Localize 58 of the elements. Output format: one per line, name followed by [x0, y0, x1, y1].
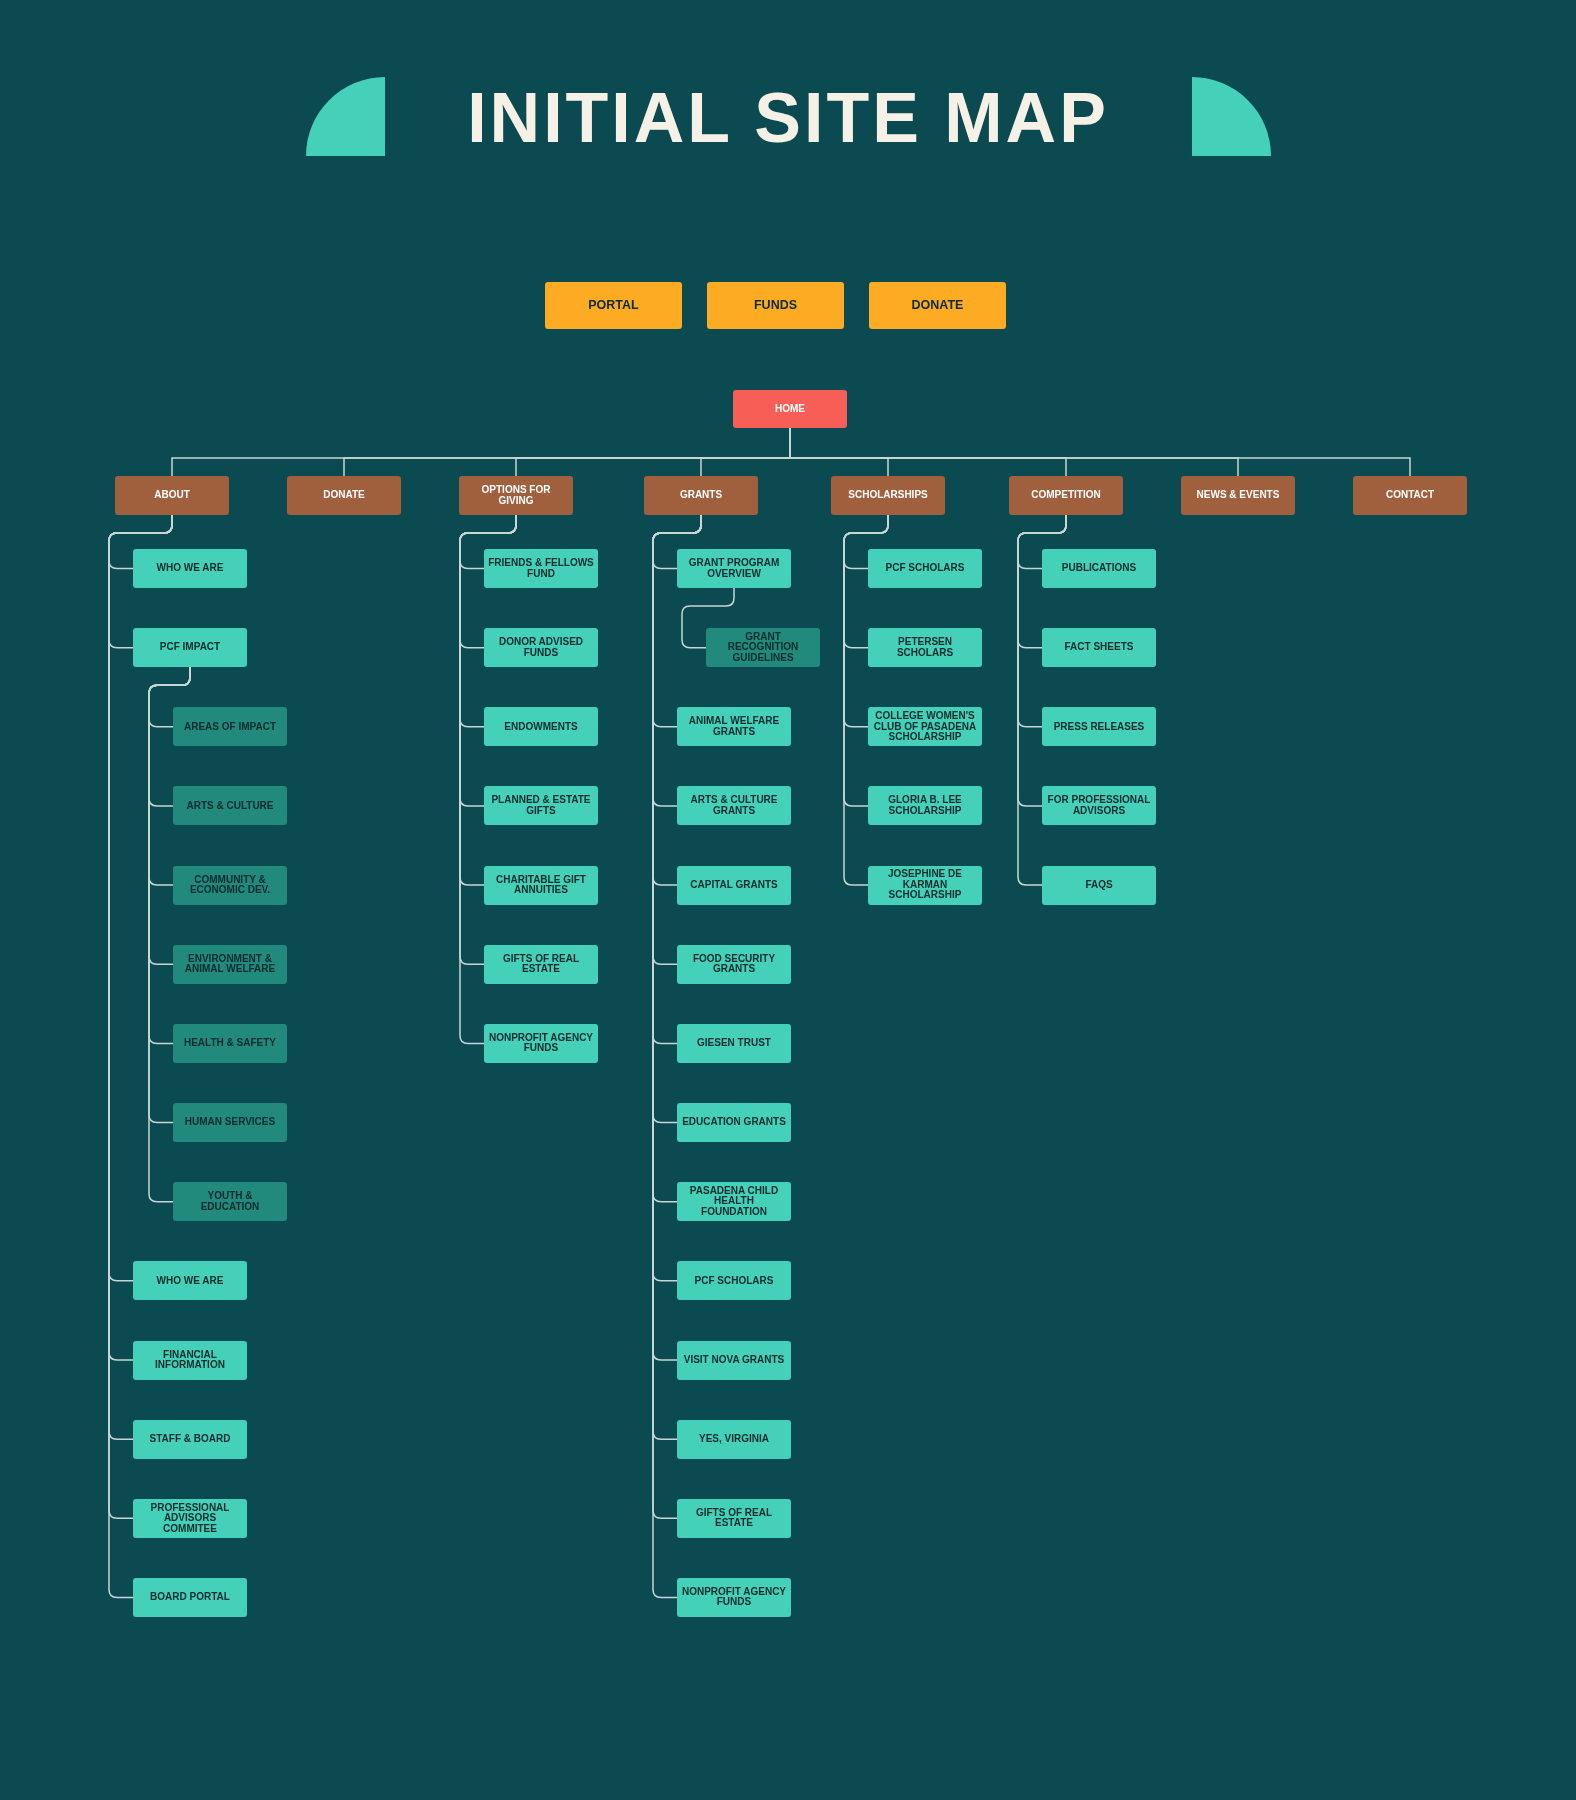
page-box: PRESS RELEASES	[1042, 707, 1156, 747]
page-box: NONPROFIT AGENCY FUNDS	[677, 1577, 791, 1617]
section-box: OPTIONS FOR GIVING	[459, 476, 573, 515]
section-box: CONTACT	[1353, 476, 1467, 515]
page-box: BOARD PORTAL	[133, 1577, 247, 1617]
subpage-box: HUMAN SERVICES	[173, 1103, 287, 1143]
subpage-box: AREAS OF IMPACT	[173, 707, 287, 747]
root-page-box: HOME	[733, 390, 847, 428]
utility-link-box: DONATE	[869, 282, 1006, 329]
subpage-box: GRANT RECOGNITION GUIDELINES	[706, 628, 820, 668]
page-title: INITIAL SITE MAP	[467, 78, 1109, 158]
page-box: FOR PROFESSIONAL ADVISORS	[1042, 786, 1156, 826]
subpage-box: HEALTH & SAFETY	[173, 1023, 287, 1063]
page-box: STAFF & BOARD	[133, 1419, 247, 1459]
page-box: PCF SCHOLARS	[677, 1261, 791, 1301]
page-box: PETERSEN SCHOLARS	[868, 628, 982, 668]
section-box: DONATE	[287, 476, 401, 515]
page-box: CHARITABLE GIFT ANNUITIES	[484, 865, 598, 905]
page-box: PROFESSIONAL ADVISORS COMMITEE	[133, 1498, 247, 1538]
page-box: CAPITAL GRANTS	[677, 865, 791, 905]
section-box: NEWS & EVENTS	[1181, 476, 1295, 515]
page-box: NONPROFIT AGENCY FUNDS	[484, 1023, 598, 1063]
page-box: PCF IMPACT	[133, 628, 247, 668]
subpage-box: COMMUNITY & ECONOMIC DEV.	[173, 865, 287, 905]
page-box: JOSEPHINE DE KARMAN SCHOLARSHIP	[868, 865, 982, 905]
page-box: GIFTS OF REAL ESTATE	[677, 1498, 791, 1538]
subpage-box: ENVIRONMENT & ANIMAL WELFARE	[173, 944, 287, 984]
page-box: DONOR ADVISED FUNDS	[484, 628, 598, 668]
page-box: ARTS & CULTURE GRANTS	[677, 786, 791, 826]
utility-link-box: PORTAL	[545, 282, 682, 329]
page-box: WHO WE ARE	[133, 1261, 247, 1301]
subpage-box: ARTS & CULTURE	[173, 786, 287, 826]
page-box: FINANCIAL INFORMATION	[133, 1340, 247, 1380]
page-box: ENDOWMENTS	[484, 707, 598, 747]
page-box: PASADENA CHILD HEALTH FOUNDATION	[677, 1182, 791, 1222]
page-box: ANIMAL WELFARE GRANTS	[677, 707, 791, 747]
page-box: GIESEN TRUST	[677, 1023, 791, 1063]
page-box: FAQS	[1042, 865, 1156, 905]
section-box: GRANTS	[644, 476, 758, 515]
utility-link-box: FUNDS	[707, 282, 844, 329]
page-box: PUBLICATIONS	[1042, 549, 1156, 588]
page-box: COLLEGE WOMEN'S CLUB OF PASADENA SCHOLARSHIP	[868, 707, 982, 747]
page-box: GRANT PROGRAM OVERVIEW	[677, 549, 791, 588]
page-box: FRIENDS & FELLOWS FUND	[484, 549, 598, 588]
page-box: FACT SHEETS	[1042, 628, 1156, 668]
page-box: YES, VIRGINIA	[677, 1419, 791, 1459]
page-box: GLORIA B. LEE SCHOLARSHIP	[868, 786, 982, 826]
page-box: FOOD SECURITY GRANTS	[677, 944, 791, 984]
section-box: ABOUT	[115, 476, 229, 515]
page-box: PCF SCHOLARS	[868, 549, 982, 588]
page-box: GIFTS OF REAL ESTATE	[484, 944, 598, 984]
page-box: VISIT NOVA GRANTS	[677, 1340, 791, 1380]
section-box: COMPETITION	[1009, 476, 1123, 515]
page-box: EDUCATION GRANTS	[677, 1103, 791, 1143]
subpage-box: YOUTH & EDUCATION	[173, 1182, 287, 1222]
page-box: WHO WE ARE	[133, 549, 247, 588]
section-box: SCHOLARSHIPS	[831, 476, 945, 515]
page-box: PLANNED & ESTATE GIFTS	[484, 786, 598, 826]
